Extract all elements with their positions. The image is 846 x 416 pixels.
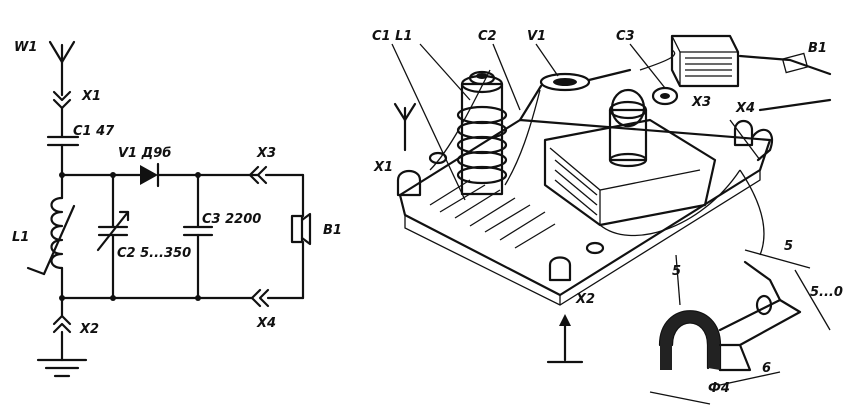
schematic: W1 X1 C1 47 V1 Д9б X3 [12, 40, 342, 378]
c2-label: C2 5...350 [117, 246, 191, 261]
antenna-symbol [48, 40, 76, 97]
x2-connector-symbol [52, 314, 72, 334]
assembly-drawing: C1 L1 C2 V1 C3 B1 X3 X4 X1 X2 [372, 29, 832, 364]
x4-label: X4 [256, 316, 276, 331]
l1-label: L1 [12, 230, 29, 245]
clip-detail: 5 5 5...0 Ф4 6 [649, 239, 843, 405]
assembly-x4-label: X4 [735, 101, 755, 116]
clip-dimension-lines [649, 249, 831, 405]
assembly-b1-label: B1 [808, 41, 827, 56]
diode-label: V1 Д9б [118, 146, 171, 161]
ground-icon [36, 358, 88, 378]
antenna-icon [393, 102, 417, 152]
clip-dim-top: 5 [784, 239, 793, 254]
assembly-x2-label: X2 [575, 292, 595, 307]
x2-label: X2 [79, 322, 99, 337]
assembly-x1-label: X1 [373, 160, 393, 175]
clip-dim-diameter: Ф4 [708, 381, 730, 396]
diode-v1 [518, 68, 632, 122]
diode-symbol [140, 162, 160, 188]
l1-inductor-symbol [26, 196, 76, 276]
ground-pointer-icon [546, 314, 584, 364]
internal-wires [429, 49, 765, 256]
assembly-c1l1-label: C1 L1 [372, 29, 412, 44]
clip-dim-width: 6 [762, 361, 771, 376]
jack-x3 [651, 86, 679, 106]
b1-label: B1 [323, 223, 342, 238]
headphone-leads [738, 52, 832, 112]
tuning-knob [608, 88, 648, 168]
assembly-x3-label: X3 [691, 95, 711, 110]
capacitor-c2-block [543, 118, 717, 227]
headphone-symbol [290, 212, 312, 246]
c1-label: C1 47 [73, 124, 115, 139]
c3-label: C3 2200 [202, 212, 261, 227]
clip-dim-angle: 5...0 [810, 285, 843, 300]
c3-capacitor-symbol [182, 225, 214, 237]
x3-label: X3 [256, 146, 276, 161]
capacitor-c3 [670, 34, 740, 88]
terminal-x2 [548, 241, 605, 282]
coil-l1 [456, 70, 508, 196]
board-hatch [429, 179, 556, 249]
base-board [398, 118, 772, 297]
clip-x4 [733, 119, 773, 162]
x4-connector-symbol [250, 288, 270, 308]
clip-dim-side: 5 [672, 264, 681, 279]
antenna-label: W1 [14, 40, 37, 55]
assembly-c2-label: C2 [478, 29, 497, 44]
x3-connector-symbol [248, 165, 268, 185]
x1-label: X1 [81, 89, 101, 104]
assembly-c3-label: C3 [616, 29, 635, 44]
leader-lines [391, 43, 666, 201]
assembly-v1-label: V1 [527, 29, 546, 44]
